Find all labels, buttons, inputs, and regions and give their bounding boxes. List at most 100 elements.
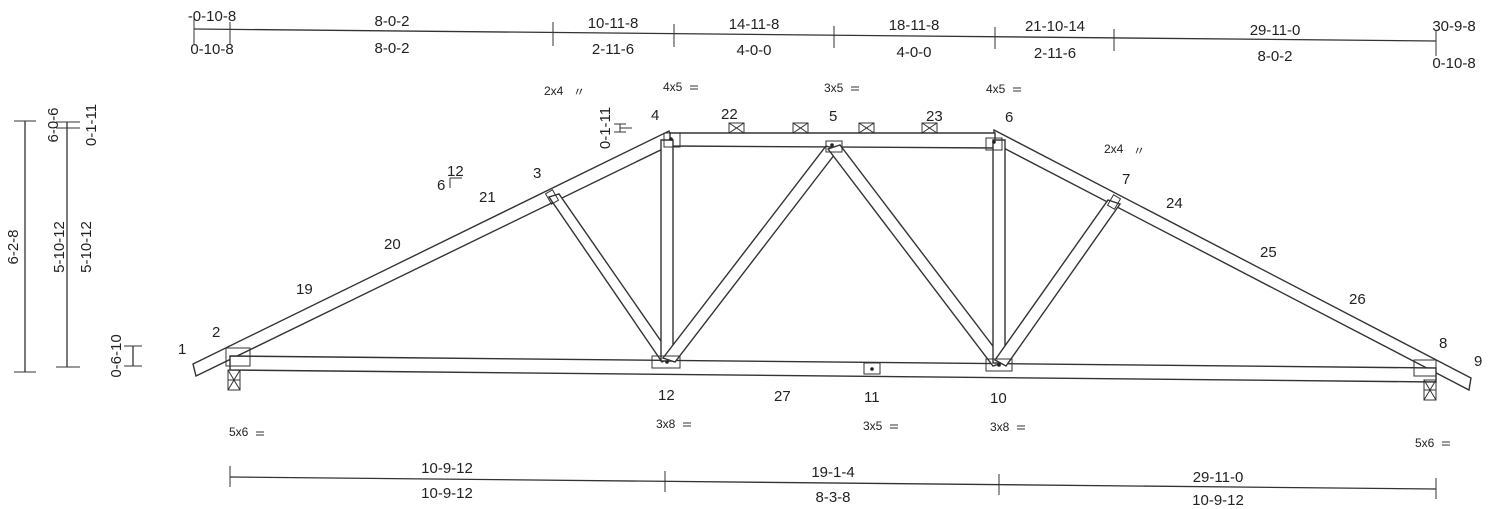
- plate-label: 3x8: [990, 420, 1010, 434]
- joint-dot: [669, 137, 673, 141]
- node-label: 24: [1166, 195, 1183, 212]
- plate-joint-4: [663, 132, 681, 148]
- joint-dot: [870, 367, 874, 371]
- plate-joint-2: [225, 347, 251, 367]
- top-chord-left: [192, 130, 676, 378]
- top-dimension-line: -0-10-8 0-10-8 8-0-2 8-0-2 10-11-8 2-11-…: [188, 8, 1476, 72]
- node-label: 6: [1005, 109, 1013, 126]
- bottom-dim-cum: 10-9-12: [421, 460, 473, 477]
- plate-label: 3x5: [863, 419, 883, 433]
- node-label: 20: [384, 236, 401, 253]
- offset-dim-label: 0-1-11: [597, 107, 614, 149]
- node-label: 12: [658, 387, 675, 404]
- top-dim-baseline: [193, 28, 1437, 42]
- joint-dot: [992, 140, 996, 144]
- node-label: 1: [178, 341, 186, 358]
- bottom-dim-seg: 10-9-12: [1192, 492, 1244, 509]
- truss: [192, 122, 1472, 401]
- left-dimensions: 6-2-8 6-0-6 0-1-11 5-10-12 5-10-12 0-6-1…: [5, 104, 632, 378]
- web-4-12: [660, 139, 674, 362]
- node-label: 5: [829, 108, 837, 125]
- web-6-10: [992, 139, 1006, 364]
- top-dim-seg: 0-10-8: [190, 41, 233, 58]
- left-dim-mid-b: 5-10-12: [78, 221, 95, 273]
- plate-joint-12: [651, 355, 681, 369]
- plate-joint-8: [1413, 359, 1437, 377]
- top-dim-seg: 2-11-6: [1034, 45, 1076, 62]
- top-dim-cum: 21-10-14: [1025, 18, 1085, 35]
- pitch-rise: 6: [437, 177, 445, 194]
- bearing-left: [227, 369, 241, 391]
- plate-label: 3x5: [824, 81, 844, 95]
- web-7-10: [993, 199, 1122, 367]
- bottom-chord: [229, 355, 1437, 383]
- top-dim-cum: 10-11-8: [588, 15, 639, 32]
- top-dim-cum: 18-11-8: [889, 17, 940, 34]
- node-label: 2: [212, 324, 220, 341]
- web-5-10: [826, 144, 1007, 367]
- node-label: 23: [926, 108, 943, 125]
- pitch-symbol: 6 12: [437, 163, 464, 194]
- bottom-dim-cum: 29-11-0: [1193, 469, 1244, 486]
- top-dim-cum: -0-10-8: [188, 8, 236, 25]
- plate-joint-6: [985, 137, 1003, 151]
- plate-label: 2x4: [544, 84, 564, 98]
- plate-label: 4x5: [663, 80, 683, 94]
- bearing-right: [1423, 379, 1437, 401]
- plate-mark: 〃: [573, 85, 585, 99]
- node-label: 3: [533, 165, 541, 182]
- node-label: 21: [479, 189, 496, 206]
- plate-joint-7: [1106, 194, 1122, 210]
- top-dim-seg: 4-0-0: [896, 44, 931, 61]
- joint-dot: [997, 363, 1001, 367]
- node-label: 19: [296, 281, 313, 298]
- plate-joint-10: [985, 358, 1013, 372]
- bottom-dimension-line: 10-9-12 10-9-12 19-1-4 8-3-8 29-11-0 10-…: [229, 460, 1437, 509]
- node-label: 25: [1260, 244, 1277, 261]
- bottom-dim-seg: 10-9-12: [421, 485, 473, 502]
- plate-label: 3x8: [656, 417, 676, 431]
- plate-joint-3: [544, 189, 560, 205]
- bottom-dim-seg: 8-3-8: [815, 489, 850, 506]
- top-dim-cum: 14-11-8: [729, 16, 780, 33]
- top-dim-seg: 8-0-2: [1257, 48, 1292, 65]
- top-dim-cum: 30-9-8: [1432, 18, 1475, 35]
- node-labels: 1 2 3 4 5 6 7 8 9 10 11 12 19 20 21 22 2…: [178, 106, 1482, 407]
- lateral-brace-marks: [728, 122, 938, 134]
- node-label: 9: [1474, 353, 1482, 370]
- top-dim-seg: 0-10-8: [1432, 55, 1475, 72]
- top-dim-seg: 4-0-0: [736, 42, 771, 59]
- node-label: 4: [651, 107, 659, 124]
- node-label: 22: [721, 106, 738, 123]
- left-dim-mid-a: 5-10-12: [51, 221, 68, 273]
- node-label: 26: [1349, 291, 1366, 308]
- top-dim-seg: 2-11-6: [592, 41, 634, 58]
- top-dim-cum: 29-11-0: [1250, 22, 1301, 39]
- web-3-12: [547, 193, 674, 363]
- bottom-dim-baseline: [229, 476, 1437, 490]
- node-label: 8: [1439, 335, 1447, 352]
- top-dim-cum: 8-0-2: [374, 13, 409, 30]
- joint-dot: [830, 143, 834, 147]
- left-dim-overall: 6-2-8: [5, 229, 22, 264]
- plate-label: 5x6: [229, 425, 249, 439]
- plate-labels: 2x4 〃 4x5 3x5 4x5 2x4 〃 5x6 3x8 3x5 3x8 …: [229, 80, 1450, 450]
- node-label: 7: [1122, 171, 1130, 188]
- left-dim-upper-a: 6-0-6: [45, 107, 62, 142]
- plate-joint-5: [825, 140, 843, 153]
- plate-joint-11: [863, 362, 881, 375]
- web-5-12: [661, 145, 840, 363]
- node-label: 10: [990, 390, 1007, 407]
- plate-label: 2x4: [1104, 142, 1124, 156]
- bottom-dim-cum: 19-1-4: [811, 464, 854, 481]
- joint-dot: [665, 360, 669, 364]
- pitch-run: 12: [447, 163, 464, 180]
- node-label: 27: [774, 388, 791, 405]
- plate-mark: 〃: [1133, 144, 1145, 158]
- left-dim-heel: 0-6-10: [108, 334, 125, 377]
- plate-label: 5x6: [1415, 436, 1435, 450]
- left-dim-upper-b: 0-1-11: [83, 104, 100, 146]
- top-dim-seg: 8-0-2: [374, 40, 409, 57]
- node-label: 11: [864, 389, 880, 406]
